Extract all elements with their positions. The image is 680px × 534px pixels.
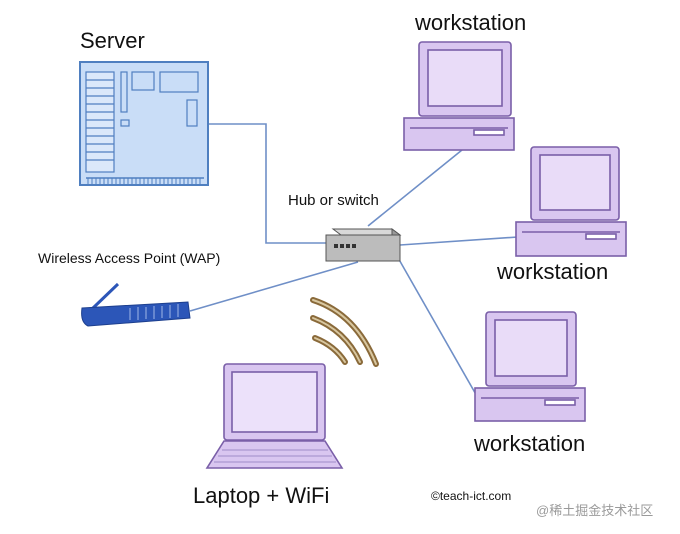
server-icon [79, 61, 209, 186]
laptop-icon [205, 363, 344, 469]
workstation-bottom-label: workstation [474, 431, 586, 456]
hub-switch-icon [325, 228, 402, 262]
cable-server-hub [208, 123, 330, 244]
workstation-top-icon [403, 41, 515, 151]
cable-hub-workstation-top [367, 149, 463, 227]
hub-switch-label: Hub or switch [288, 192, 379, 209]
copyright-label: ©teach-ict.com [431, 489, 512, 503]
network-cables [189, 123, 519, 399]
cable-hub-workstation-bottom [396, 255, 479, 399]
laptop-label: Laptop + WiFi [193, 483, 330, 508]
cable-hub-wap [189, 261, 359, 312]
wireless-access-point-icon [81, 282, 191, 327]
workstation-bottom-icon [474, 311, 586, 422]
wifi-signal-icon [310, 297, 379, 367]
server-label: Server [80, 28, 145, 53]
wap-label: Wireless Access Point (WAP) [38, 250, 221, 266]
watermark-label: @稀土掘金技术社区 [536, 503, 654, 518]
workstation-right-icon [515, 146, 627, 257]
workstation-top-label: workstation [415, 10, 527, 35]
workstation-right-label: workstation [497, 259, 609, 284]
cable-hub-workstation-right [399, 236, 519, 246]
